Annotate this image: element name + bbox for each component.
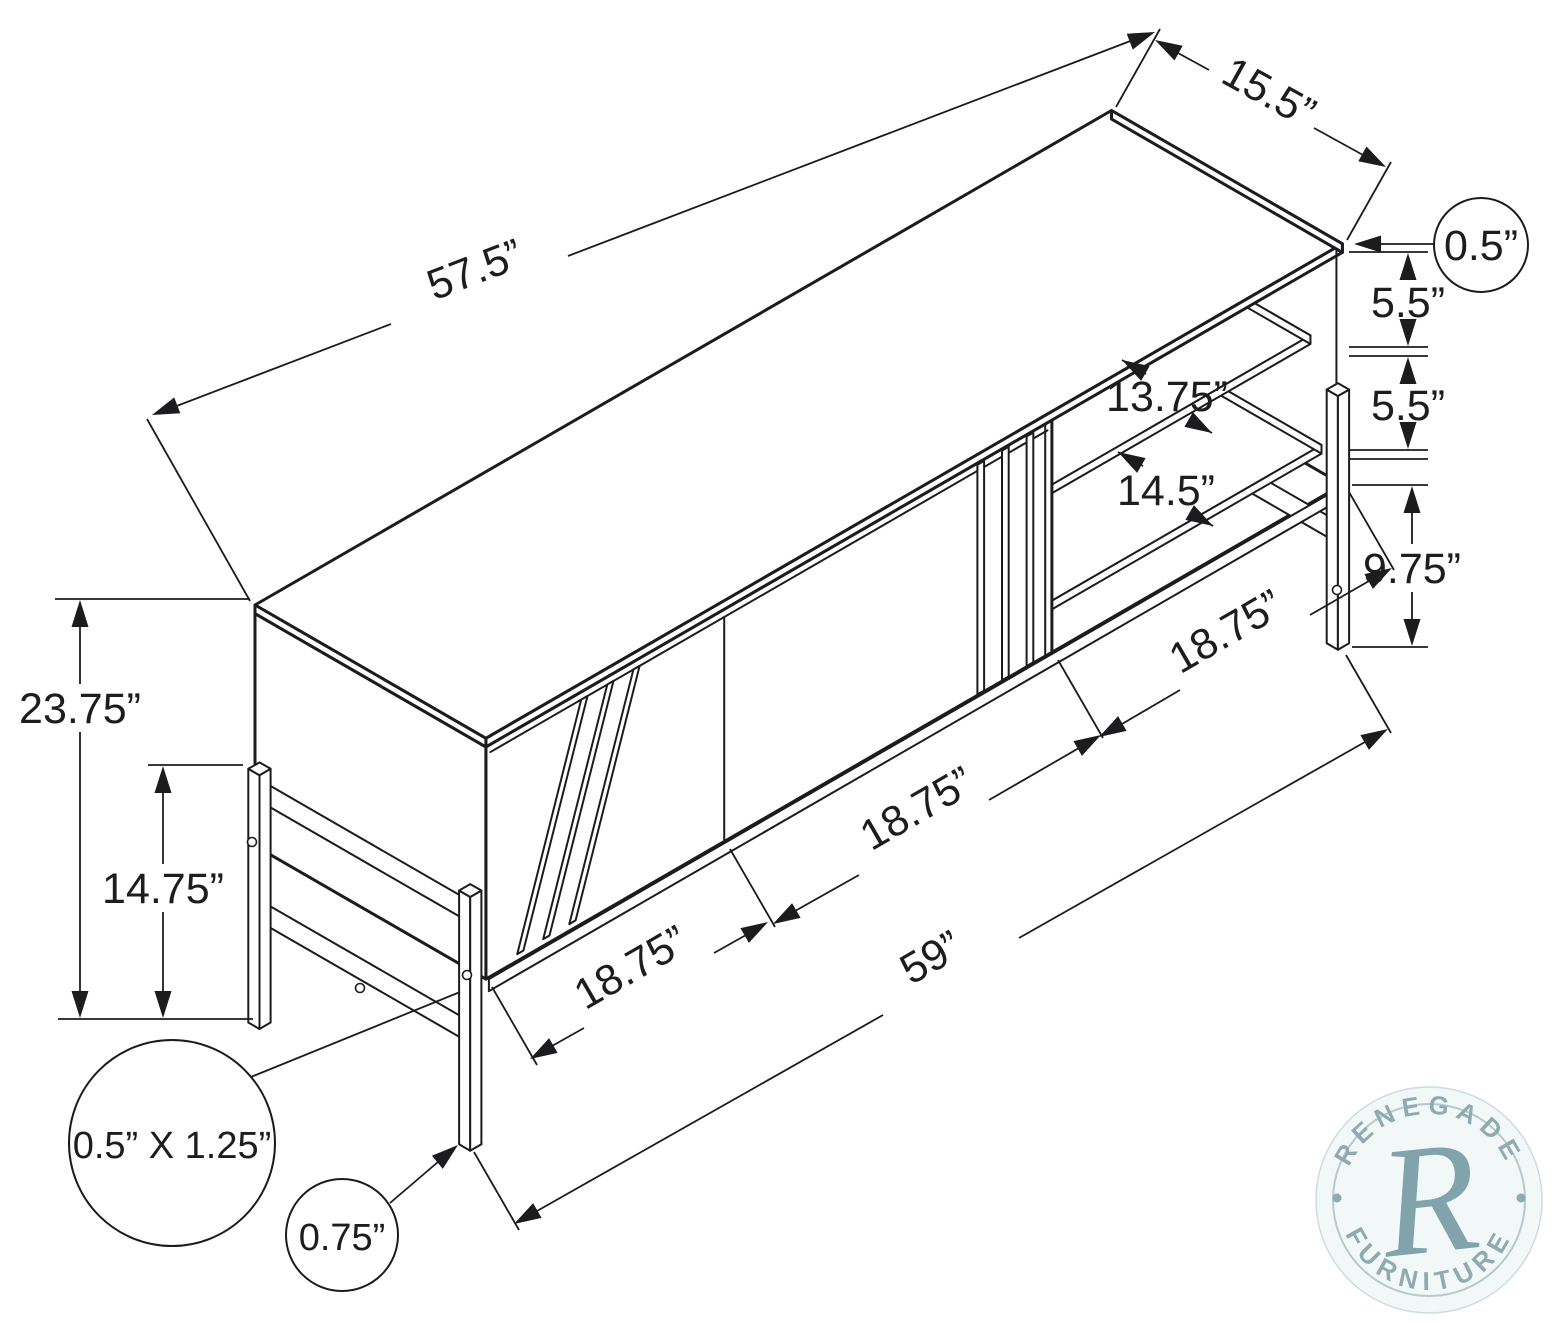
- label-top-length: 57.5”: [421, 230, 530, 310]
- dimension-line: [988, 747, 1080, 801]
- label-middle-door-width: 18.75”: [852, 758, 982, 861]
- tv-stand-isometric-drawing: [246, 109, 1351, 1152]
- vertical-slat: [1025, 431, 1035, 668]
- label-lower-opening: 5.5”: [1371, 382, 1445, 430]
- badge-outer-circle: [1315, 1086, 1543, 1314]
- dimension-line: [794, 874, 860, 912]
- dimension-arrow: [1099, 716, 1127, 737]
- label-overall-height: 23.75”: [19, 685, 141, 733]
- top-thickness-callout-circle: [1433, 197, 1529, 293]
- label-top-thickness: 0.5”: [1444, 222, 1518, 270]
- dimension-arrow: [71, 991, 89, 1018]
- dimension-line: [1115, 28, 1161, 108]
- dimension-line: [713, 934, 747, 954]
- top-left-edge: [253, 603, 488, 749]
- label-upper-shelf-depth: 13.75”: [1106, 373, 1228, 421]
- dimension-line: [491, 986, 538, 1066]
- dimension-line: [1121, 689, 1181, 725]
- dimension-line: [146, 418, 251, 602]
- dimension-line: [1345, 654, 1392, 734]
- label-leg-tube-size: 0.75”: [299, 1217, 386, 1259]
- label-top-depth: 15.5”: [1214, 48, 1323, 138]
- dimension-arrow: [740, 922, 768, 943]
- door-diagonal-slat: [542, 679, 615, 941]
- dimension-line: [473, 1151, 520, 1231]
- dimension-arrow: [152, 397, 181, 415]
- dimension-arrow: [1126, 32, 1155, 50]
- front-right-leg-front: [1336, 388, 1351, 651]
- frame-tube-callout-circle: [68, 1039, 276, 1247]
- dimension-arrow: [1354, 235, 1381, 253]
- back-left-leg-side: [247, 767, 261, 1030]
- front-left-leg-side: [458, 889, 472, 1152]
- dimension-arrow: [1399, 422, 1417, 449]
- door-diagonal-slat: [568, 664, 641, 926]
- dimension-arrow: [1185, 505, 1213, 526]
- screw: [461, 969, 473, 981]
- dimension-arrow: [773, 903, 801, 924]
- vertical-slat: [976, 459, 986, 696]
- dimension-arrow: [1403, 619, 1421, 646]
- dimension-line: [1348, 491, 1395, 571]
- badge-monogram: R: [1371, 1107, 1486, 1291]
- top-right-edge: [1110, 109, 1344, 254]
- dimension-line: [1346, 161, 1392, 241]
- front-right-leg-side: [1325, 388, 1339, 651]
- dimension-arrow: [530, 1038, 558, 1059]
- dimension-line: [1313, 127, 1364, 156]
- dimension-line: [250, 991, 461, 1078]
- dimension-arrow: [1399, 357, 1417, 384]
- label-lower-shelf-depth: 14.5”: [1117, 467, 1215, 515]
- dimension-line: [536, 1014, 884, 1212]
- dimension-arrow: [514, 1203, 542, 1224]
- badge-dot-left: [1332, 1193, 1342, 1203]
- label-overall-length: 59”: [892, 922, 970, 995]
- dimension-line: [173, 323, 392, 408]
- dimension-arrow: [1403, 486, 1421, 513]
- dimension-line: [567, 39, 1134, 257]
- dimension-arrow: [1073, 735, 1101, 756]
- dimension-arrow: [1399, 319, 1417, 346]
- front-left-leg-front: [469, 889, 483, 1152]
- dimension-arrow: [1360, 729, 1388, 750]
- dimension-arrow: [1184, 412, 1212, 433]
- screw: [1331, 584, 1343, 596]
- back-left-leg-front: [258, 767, 272, 1030]
- leg-tube-callout-circle: [285, 1178, 399, 1292]
- dimension-line: [1057, 659, 1104, 739]
- label-leg-clearance: 9.75”: [1363, 545, 1461, 593]
- badge-dot-right: [1516, 1193, 1526, 1203]
- dimension-line: [1309, 580, 1370, 616]
- dimension-line: [1177, 52, 1210, 71]
- back-left-leg-cap: [247, 761, 272, 777]
- dimension-line: [1018, 741, 1366, 939]
- dimension-lines: [55, 28, 1529, 1292]
- dimension-arrow: [1122, 360, 1150, 381]
- dimension-line: [551, 1027, 585, 1047]
- dimension-arrow: [1364, 568, 1392, 589]
- dimension-labels: 57.5” 15.5” 0.5” 5.5” 5.5” 13.75” 14.5” …: [19, 48, 1518, 1259]
- screw: [246, 836, 258, 848]
- dimension-arrow: [1118, 452, 1146, 473]
- dimension-arrow: [154, 991, 172, 1018]
- dimension-arrow: [71, 600, 89, 627]
- door-diagonal-slat: [516, 695, 589, 956]
- label-frame-tube-profile: 0.5” X 1.25”: [73, 1125, 272, 1167]
- dimension-arrow: [1155, 40, 1183, 61]
- front-right-leg-cap: [1325, 382, 1351, 397]
- dimension-arrow: [1358, 146, 1386, 167]
- front-left-leg-cap: [458, 883, 483, 898]
- label-leg-frame-height: 14.75”: [102, 865, 224, 913]
- renegade-furniture-watermark: RENEGADE FURNITURE R: [1315, 1086, 1543, 1314]
- label-upper-opening: 5.5”: [1371, 279, 1445, 327]
- dimension-line: [729, 848, 776, 928]
- dimension-arrow: [154, 766, 172, 793]
- dimension-arrow: [1399, 253, 1417, 280]
- screw: [354, 982, 366, 994]
- dimension-arrow: [431, 1145, 458, 1169]
- label-right-door-width: 18.75”: [1161, 581, 1291, 684]
- vertical-slat: [1001, 445, 1010, 682]
